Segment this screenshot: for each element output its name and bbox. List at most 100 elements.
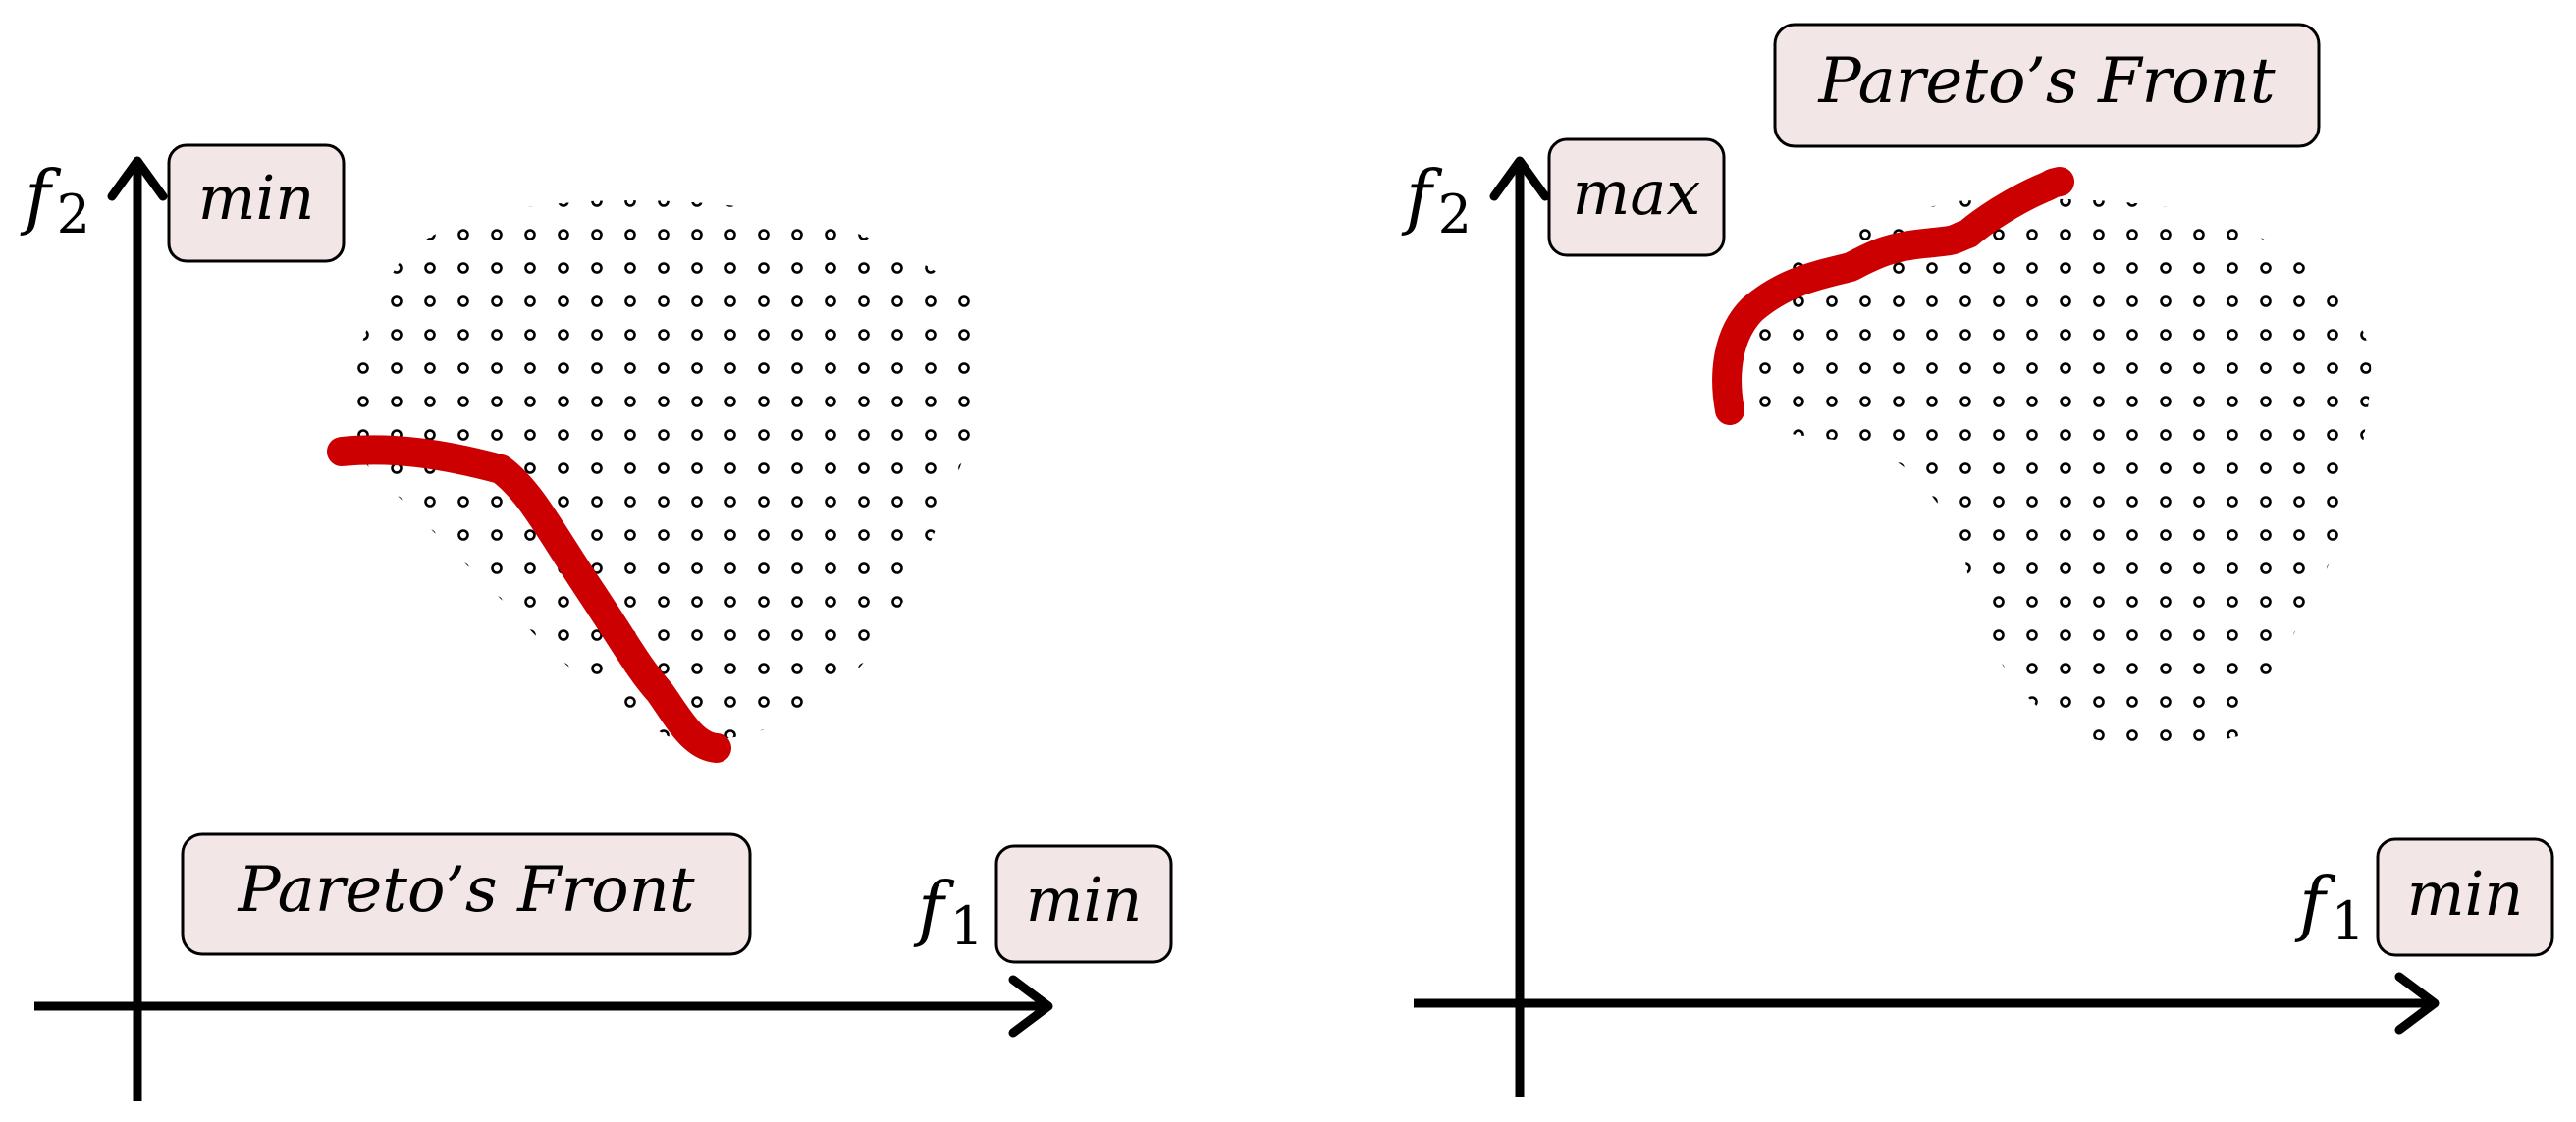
feasible-point-right bbox=[2227, 663, 2238, 674]
feasible-point-right bbox=[1993, 529, 2005, 541]
feasible-point-left bbox=[791, 362, 803, 374]
feasible-point-right bbox=[2227, 262, 2238, 274]
feasible-point-left bbox=[958, 596, 970, 608]
feasible-point-left bbox=[858, 629, 870, 641]
feasible-point-left bbox=[624, 262, 636, 274]
feasible-point-right bbox=[2260, 429, 2272, 441]
feasible-point-right bbox=[1859, 295, 1871, 307]
feasible-point-right bbox=[2026, 629, 2038, 641]
feasible-point-right bbox=[2160, 663, 2172, 674]
feasible-point-left bbox=[624, 229, 636, 240]
feasible-point-right bbox=[2360, 663, 2372, 674]
feasible-point-right bbox=[1793, 329, 1804, 341]
feasible-point-right bbox=[1759, 198, 1771, 207]
feasible-point-left bbox=[624, 396, 636, 407]
feasible-point-left bbox=[524, 229, 536, 240]
feasible-point-right bbox=[2160, 629, 2172, 641]
feasible-point-right bbox=[2260, 262, 2272, 274]
feasible-point-left bbox=[925, 200, 937, 207]
feasible-point-right bbox=[2026, 696, 2038, 708]
feasible-point-right bbox=[1826, 696, 1838, 708]
feasible-point-right bbox=[2293, 262, 2305, 274]
feasible-point-right bbox=[1959, 629, 1971, 641]
feasible-point-right bbox=[2360, 629, 2372, 641]
feasible-point-left bbox=[958, 562, 970, 574]
feasible-point-right bbox=[2360, 562, 2372, 574]
feasible-point-right bbox=[2093, 198, 2105, 207]
feasible-point-left bbox=[791, 696, 803, 708]
feasible-point-right bbox=[1826, 329, 1838, 341]
feasible-point-right bbox=[1793, 696, 1804, 708]
feasible-point-right bbox=[2193, 462, 2205, 474]
feasible-point-left bbox=[391, 396, 402, 407]
feasible-point-right bbox=[2293, 362, 2305, 374]
feasible-point-left bbox=[424, 200, 436, 207]
feasible-point-right bbox=[2026, 529, 2038, 541]
feasible-point-right bbox=[2227, 529, 2238, 541]
feasible-point-left bbox=[958, 696, 970, 708]
feasible-point-left bbox=[558, 663, 569, 674]
feasible-point-left bbox=[591, 629, 603, 641]
feasible-point-left bbox=[925, 396, 937, 407]
feasible-point-left bbox=[424, 562, 436, 574]
feasible-point-right bbox=[2026, 729, 2038, 741]
feasible-point-right bbox=[1726, 596, 1738, 608]
feasible-point-left bbox=[658, 429, 670, 441]
feasible-point-left bbox=[424, 362, 436, 374]
feasible-point-right bbox=[1926, 629, 1938, 641]
feasible-point-right bbox=[1926, 696, 1938, 708]
feasible-point-left bbox=[391, 362, 402, 374]
feasible-point-right bbox=[1826, 729, 1838, 741]
feasible-point-left bbox=[925, 529, 937, 541]
feasible-point-right bbox=[2327, 329, 2338, 341]
feasible-point-right bbox=[1826, 596, 1838, 608]
feasible-point-left bbox=[925, 429, 937, 441]
feasible-point-right bbox=[1926, 329, 1938, 341]
feasible-point-right bbox=[2293, 629, 2305, 641]
feasible-point-left bbox=[758, 200, 770, 207]
feasible-point-left bbox=[724, 229, 736, 240]
feasible-point-left bbox=[357, 629, 369, 641]
feasible-point-right bbox=[1893, 529, 1905, 541]
feasible-point-right bbox=[2093, 696, 2105, 708]
feasible-point-right bbox=[2160, 496, 2172, 508]
feasible-point-right bbox=[2360, 429, 2372, 441]
feasible-point-left bbox=[791, 229, 803, 240]
feasible-point-right bbox=[1993, 663, 2005, 674]
feasible-point-left bbox=[558, 262, 569, 274]
feasible-point-left bbox=[993, 498, 1002, 507]
feasible-point-left bbox=[658, 329, 670, 341]
feasible-point-left bbox=[524, 362, 536, 374]
feasible-point-left bbox=[591, 362, 603, 374]
feasible-point-left bbox=[558, 229, 569, 240]
feasible-point-left bbox=[391, 596, 402, 608]
feasible-point-left bbox=[658, 295, 670, 307]
feasible-point-right bbox=[1826, 429, 1838, 441]
feasible-point-left bbox=[958, 295, 970, 307]
feasible-point-left bbox=[691, 200, 703, 207]
feasible-point-right bbox=[2060, 696, 2071, 708]
feasible-point-left bbox=[891, 663, 903, 674]
feasible-point-right bbox=[2060, 262, 2071, 274]
feasible-point-left bbox=[925, 596, 937, 608]
feasible-point-left bbox=[391, 295, 402, 307]
feasible-point-left bbox=[825, 200, 836, 207]
f2-axis-arrowhead-right bbox=[1489, 156, 1550, 201]
feasible-point-left bbox=[958, 200, 970, 207]
feasible-point-left bbox=[591, 329, 603, 341]
feasible-point-left bbox=[958, 396, 970, 407]
feasible-point-right bbox=[1859, 696, 1871, 708]
feasible-point-right bbox=[1859, 729, 1871, 741]
feasible-point-left bbox=[958, 663, 970, 674]
feasible-point-left bbox=[691, 562, 703, 574]
feasible-point-left bbox=[858, 396, 870, 407]
feasible-point-right bbox=[2227, 198, 2238, 207]
feasible-point-right bbox=[2360, 596, 2372, 608]
feasible-point-left bbox=[891, 696, 903, 708]
feasible-point-left bbox=[591, 396, 603, 407]
feasible-point-left bbox=[825, 629, 836, 641]
feasible-point-right bbox=[2227, 496, 2238, 508]
feasible-point-left bbox=[791, 396, 803, 407]
feasible-point-right bbox=[1859, 362, 1871, 374]
